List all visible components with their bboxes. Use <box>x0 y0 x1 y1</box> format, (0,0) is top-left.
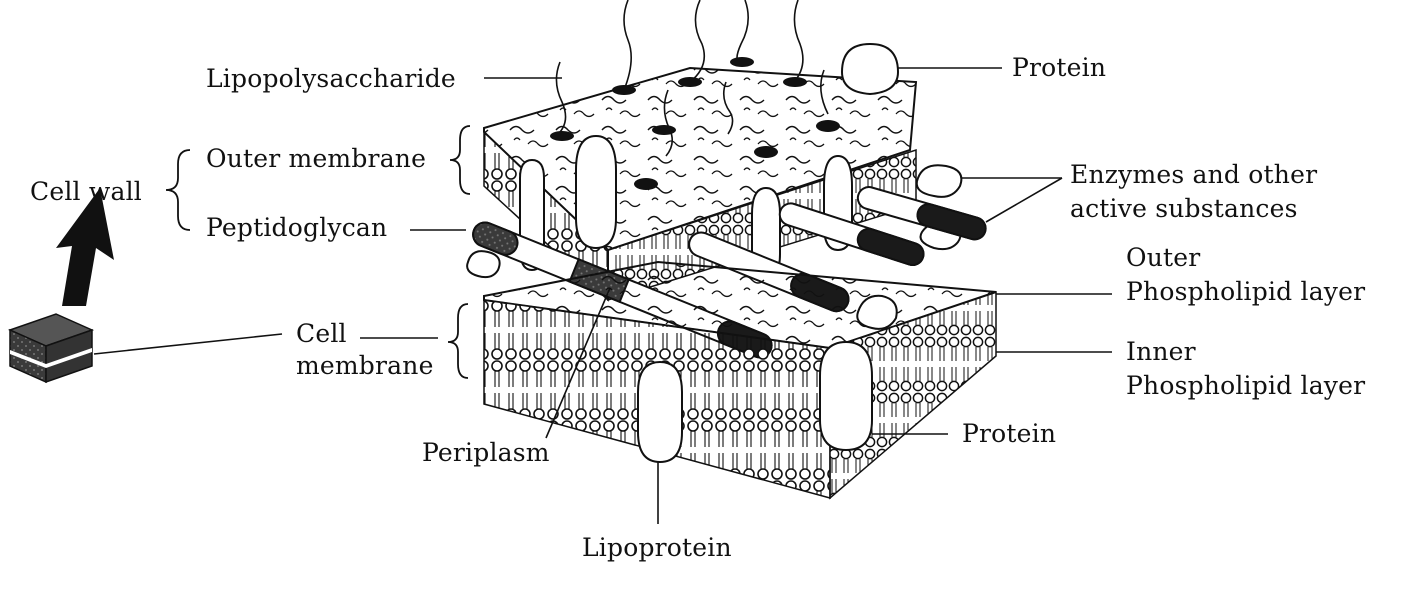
lipopolysaccharide-anchors <box>550 57 840 190</box>
label-enzymes-line-1: Enzymes and other <box>1070 160 1318 189</box>
label-cell-membrane-line-1: Cell <box>296 319 347 348</box>
cell-membrane-proteins <box>637 294 898 464</box>
label-cell-wall: Cell wall <box>30 177 142 206</box>
label-cell-membrane-line-2: membrane <box>296 351 434 380</box>
enzyme-blobs <box>466 164 963 279</box>
label-inner-phospholipid-line-1: Inner <box>1126 337 1196 366</box>
cell-membrane-slab <box>483 260 997 500</box>
outer-protein-blob <box>840 42 900 96</box>
brackets <box>165 125 471 379</box>
label-protein-top: Protein <box>1012 53 1107 82</box>
label-inner-phospholipid-line-2: Phospholipid layer <box>1126 371 1366 400</box>
label-lipopolysaccharide: Lipopolysaccharide <box>206 64 456 93</box>
label-periplasm: Periplasm <box>422 438 550 467</box>
label-enzymes-line-2: active substances <box>1070 194 1298 223</box>
arrow-up-icon <box>56 188 114 306</box>
cell-envelope-icon <box>7 313 95 384</box>
label-outer-phospholipid-line-1: Outer <box>1126 243 1201 272</box>
label-peptidoglycan: Peptidoglycan <box>206 213 388 242</box>
label-protein-bottom: Protein <box>962 419 1057 448</box>
leader-lines <box>93 67 1112 524</box>
label-outer-membrane: Outer membrane <box>206 144 427 173</box>
label-lipoprotein: Lipoprotein <box>582 533 732 562</box>
label-outer-phospholipid-line-2: Phospholipid layer <box>1126 277 1366 306</box>
